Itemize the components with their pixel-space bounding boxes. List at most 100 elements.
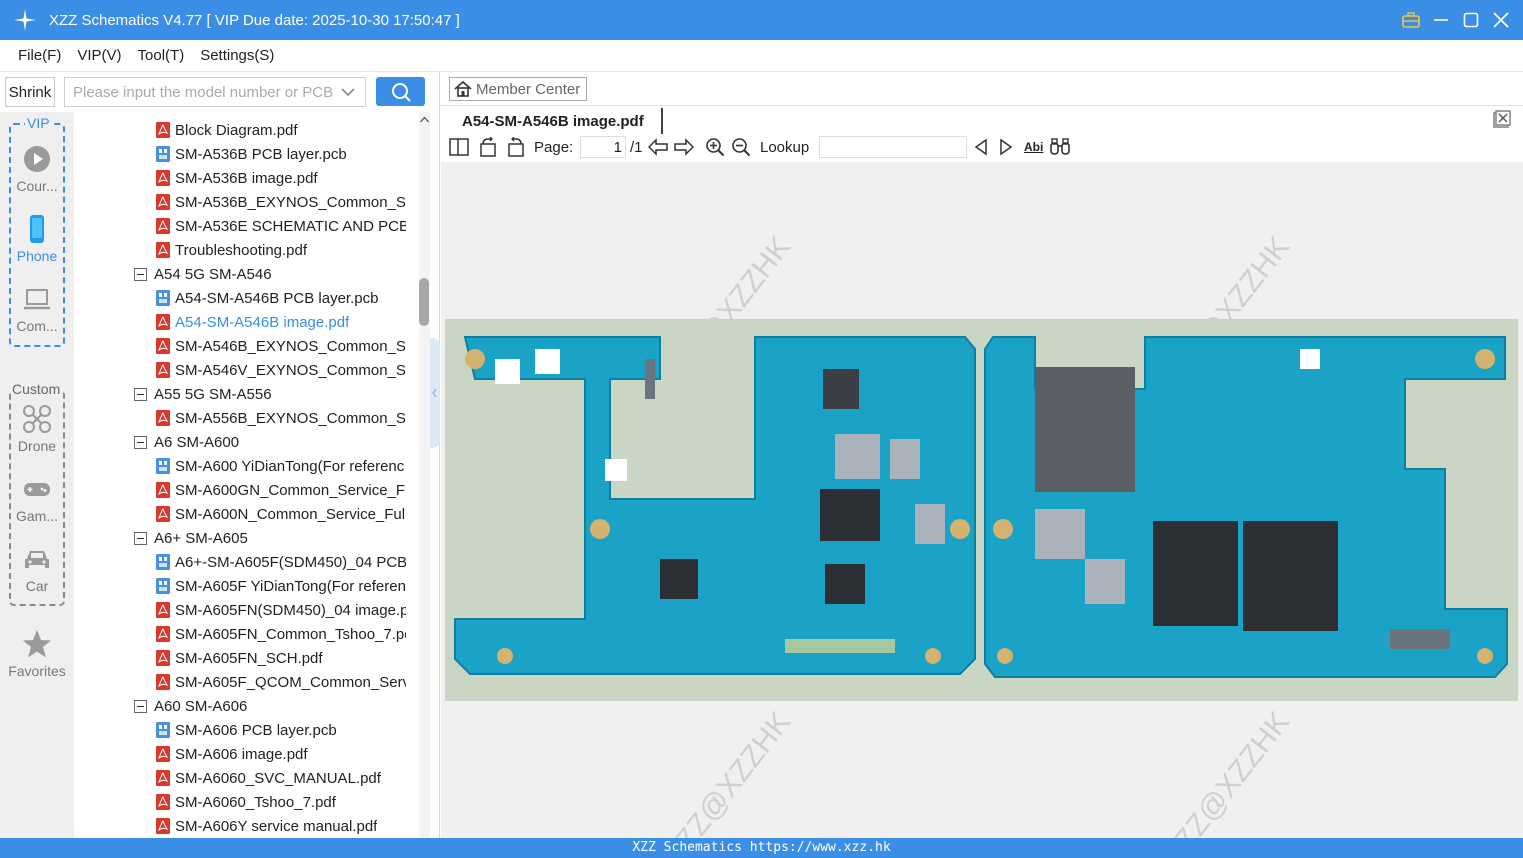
divider [441, 105, 1523, 106]
menu-settings[interactable]: Settings(S) [200, 47, 275, 64]
tree-file-item[interactable]: SM-A546B_EXYNOS_Common_Serv [156, 334, 406, 358]
binoculars-icon[interactable] [1049, 137, 1071, 157]
tree-item-label: SM-A6060_SVC_MANUAL.pdf [175, 769, 381, 787]
tree-item-label: Block Diagram.pdf [175, 121, 298, 139]
tree-file-item[interactable]: SM-A536B_EXYNOS_Common_Serv [156, 190, 406, 214]
sidebar-item-courses[interactable]: Cour... [0, 144, 74, 194]
tree-item-label: A6+-SM-A605F(SDM450)_04 PCB l [175, 553, 406, 571]
menu-file[interactable]: File(F) [18, 47, 62, 64]
collapse-toggle-icon[interactable] [134, 531, 147, 545]
previous-page-icon[interactable] [648, 137, 668, 157]
sidebar-item-games[interactable]: Gam... [0, 474, 74, 524]
shrink-button[interactable]: Shrink [5, 77, 55, 107]
match-whole-word-icon[interactable]: Abi [1024, 140, 1044, 154]
chevron-left-icon [432, 388, 437, 398]
tree-file-item[interactable]: Block Diagram.pdf [156, 118, 406, 142]
minimize-button[interactable] [1429, 8, 1453, 32]
page-number-input[interactable]: 1 [580, 136, 626, 158]
tree-file-item[interactable]: SM-A6060_Tshoo_7.pdf [156, 790, 406, 814]
tree-file-item[interactable]: SM-A536B image.pdf [156, 166, 406, 190]
rotate-left-icon[interactable] [479, 137, 499, 157]
pdf-toolbar: Page: 1 /1 Lookup Abi [441, 134, 1523, 160]
search-button[interactable] [376, 77, 425, 106]
tree-folder[interactable]: A60 SM-A606 [134, 694, 404, 718]
tree-folder[interactable]: A6+ SM-A605 [134, 526, 404, 550]
category-sidebar: VIP Custom Cour... Phone Com... Drone Ga… [0, 112, 74, 838]
sidebar-item-favorites[interactable]: Favorites [0, 629, 74, 679]
tree-file-item[interactable]: SM-A606Y service manual.pdf [156, 814, 406, 838]
tree-item-label: SM-A600N_Common_Service_Full_ [175, 505, 406, 523]
scroll-up-icon[interactable] [420, 116, 429, 123]
sidebar-item-computer[interactable]: Com... [0, 284, 74, 334]
find-next-icon[interactable] [998, 137, 1014, 157]
collapse-toggle-icon[interactable] [134, 387, 147, 401]
tree-folder[interactable]: A54 5G SM-A546 [134, 262, 404, 286]
sidebar-item-drone[interactable]: Drone [0, 404, 74, 454]
sidebar-item-car[interactable]: Car [0, 544, 74, 594]
tree-item-label: A6 SM-A600 [154, 433, 240, 451]
menu-vip[interactable]: VIP(V) [77, 47, 122, 64]
tree-file-item[interactable]: SM-A605F YiDianTong(For referen [156, 574, 406, 598]
tree-folder[interactable]: A6 SM-A600 [134, 430, 404, 454]
tree-item-label: SM-A606Y service manual.pdf [175, 817, 378, 835]
star-icon [23, 630, 51, 658]
rotate-right-icon[interactable] [505, 137, 525, 157]
next-page-icon[interactable] [674, 137, 694, 157]
tree-file-item[interactable]: SM-A605FN_Common_Tshoo_7.pd [156, 622, 406, 646]
tree-file-item[interactable]: SM-A6060_SVC_MANUAL.pdf [156, 766, 406, 790]
lookup-input[interactable] [819, 136, 967, 158]
close-button[interactable] [1489, 8, 1513, 32]
tree-file-item[interactable]: SM-A600GN_Common_Service_Ful [156, 478, 406, 502]
pdf-file-icon [156, 170, 170, 186]
tree-file-item[interactable]: SM-A600 YiDianTong(For referenc [156, 454, 406, 478]
app-logo-icon [14, 9, 36, 31]
collapse-panel-handle[interactable] [430, 338, 440, 448]
tree-item-label: SM-A536B_EXYNOS_Common_Serv [175, 193, 406, 211]
tree-file-item[interactable]: SM-A536B PCB layer.pcb [156, 142, 406, 166]
drone-icon [23, 405, 51, 433]
briefcase-icon[interactable] [1399, 8, 1423, 32]
watermark: XZZ@XZZHK [1156, 705, 1297, 838]
status-bar: XZZ Schematics https://www.xzz.hk [0, 838, 1523, 858]
tree-file-item[interactable]: SM-A605FN_SCH.pdf [156, 646, 406, 670]
tree-file-item[interactable]: Troubleshooting.pdf [156, 238, 406, 262]
close-tab-icon[interactable] [1493, 110, 1511, 128]
tree-file-item[interactable]: SM-A606 PCB layer.pcb [156, 718, 406, 742]
tree-file-item[interactable]: SM-A600N_Common_Service_Full_ [156, 502, 406, 526]
member-center-button[interactable]: Member Center [449, 77, 587, 101]
pdf-file-icon [156, 818, 170, 834]
collapse-toggle-icon[interactable] [134, 435, 147, 449]
sidebar-toggle-icon[interactable] [449, 137, 469, 157]
pcb-file-icon [156, 146, 170, 162]
custom-group: Custom [9, 381, 65, 606]
tree-file-item[interactable]: A54-SM-A546B PCB layer.pcb [156, 286, 406, 310]
pdf-viewer[interactable]: XZZ@XZZHK XZZ@XZZHK XZZ@XZZHK XZZ@XZZHK [441, 162, 1523, 838]
tree-folder[interactable]: A55 5G SM-A556 [134, 382, 404, 406]
tree-file-item[interactable]: A6+-SM-A605F(SDM450)_04 PCB l [156, 550, 406, 574]
tree-scrollbar[interactable] [419, 112, 430, 838]
collapse-toggle-icon[interactable] [134, 267, 147, 281]
tree-file-item[interactable]: SM-A556B_EXYNOS_Common_Serv [156, 406, 406, 430]
pcb-file-icon [156, 578, 170, 594]
tree-file-item[interactable]: SM-A605FN(SDM450)_04 image.pc [156, 598, 406, 622]
zoom-in-icon[interactable] [705, 137, 725, 157]
scrollbar-thumb[interactable] [419, 278, 429, 326]
collapse-toggle-icon[interactable] [134, 699, 147, 713]
zoom-out-icon[interactable] [731, 137, 751, 157]
maximize-button[interactable] [1459, 8, 1483, 32]
menu-tool[interactable]: Tool(T) [137, 47, 185, 64]
tree-file-item[interactable]: SM-A606 image.pdf [156, 742, 406, 766]
phone-icon [30, 215, 44, 243]
find-previous-icon[interactable] [973, 137, 989, 157]
sidebar-item-label: Car [25, 578, 49, 594]
search-input[interactable]: Please input the model number or PCB [64, 77, 366, 107]
tree-file-item[interactable]: SM-A605F_QCOM_Common_Servic [156, 670, 406, 694]
tab-document[interactable]: A54-SM-A546B image.pdf [453, 108, 663, 134]
lookup-label: Lookup [760, 138, 810, 156]
tree-file-item[interactable]: SM-A536E SCHEMATIC AND PCB.p [156, 214, 406, 238]
pdf-file-icon [156, 122, 170, 138]
tree-file-item[interactable]: A54-SM-A546B image.pdf [156, 310, 406, 334]
tree-file-item[interactable]: SM-A546V_EXYNOS_Common_Serv [156, 358, 406, 382]
sidebar-item-phone[interactable]: Phone [0, 214, 74, 264]
chevron-down-icon[interactable] [341, 86, 355, 98]
